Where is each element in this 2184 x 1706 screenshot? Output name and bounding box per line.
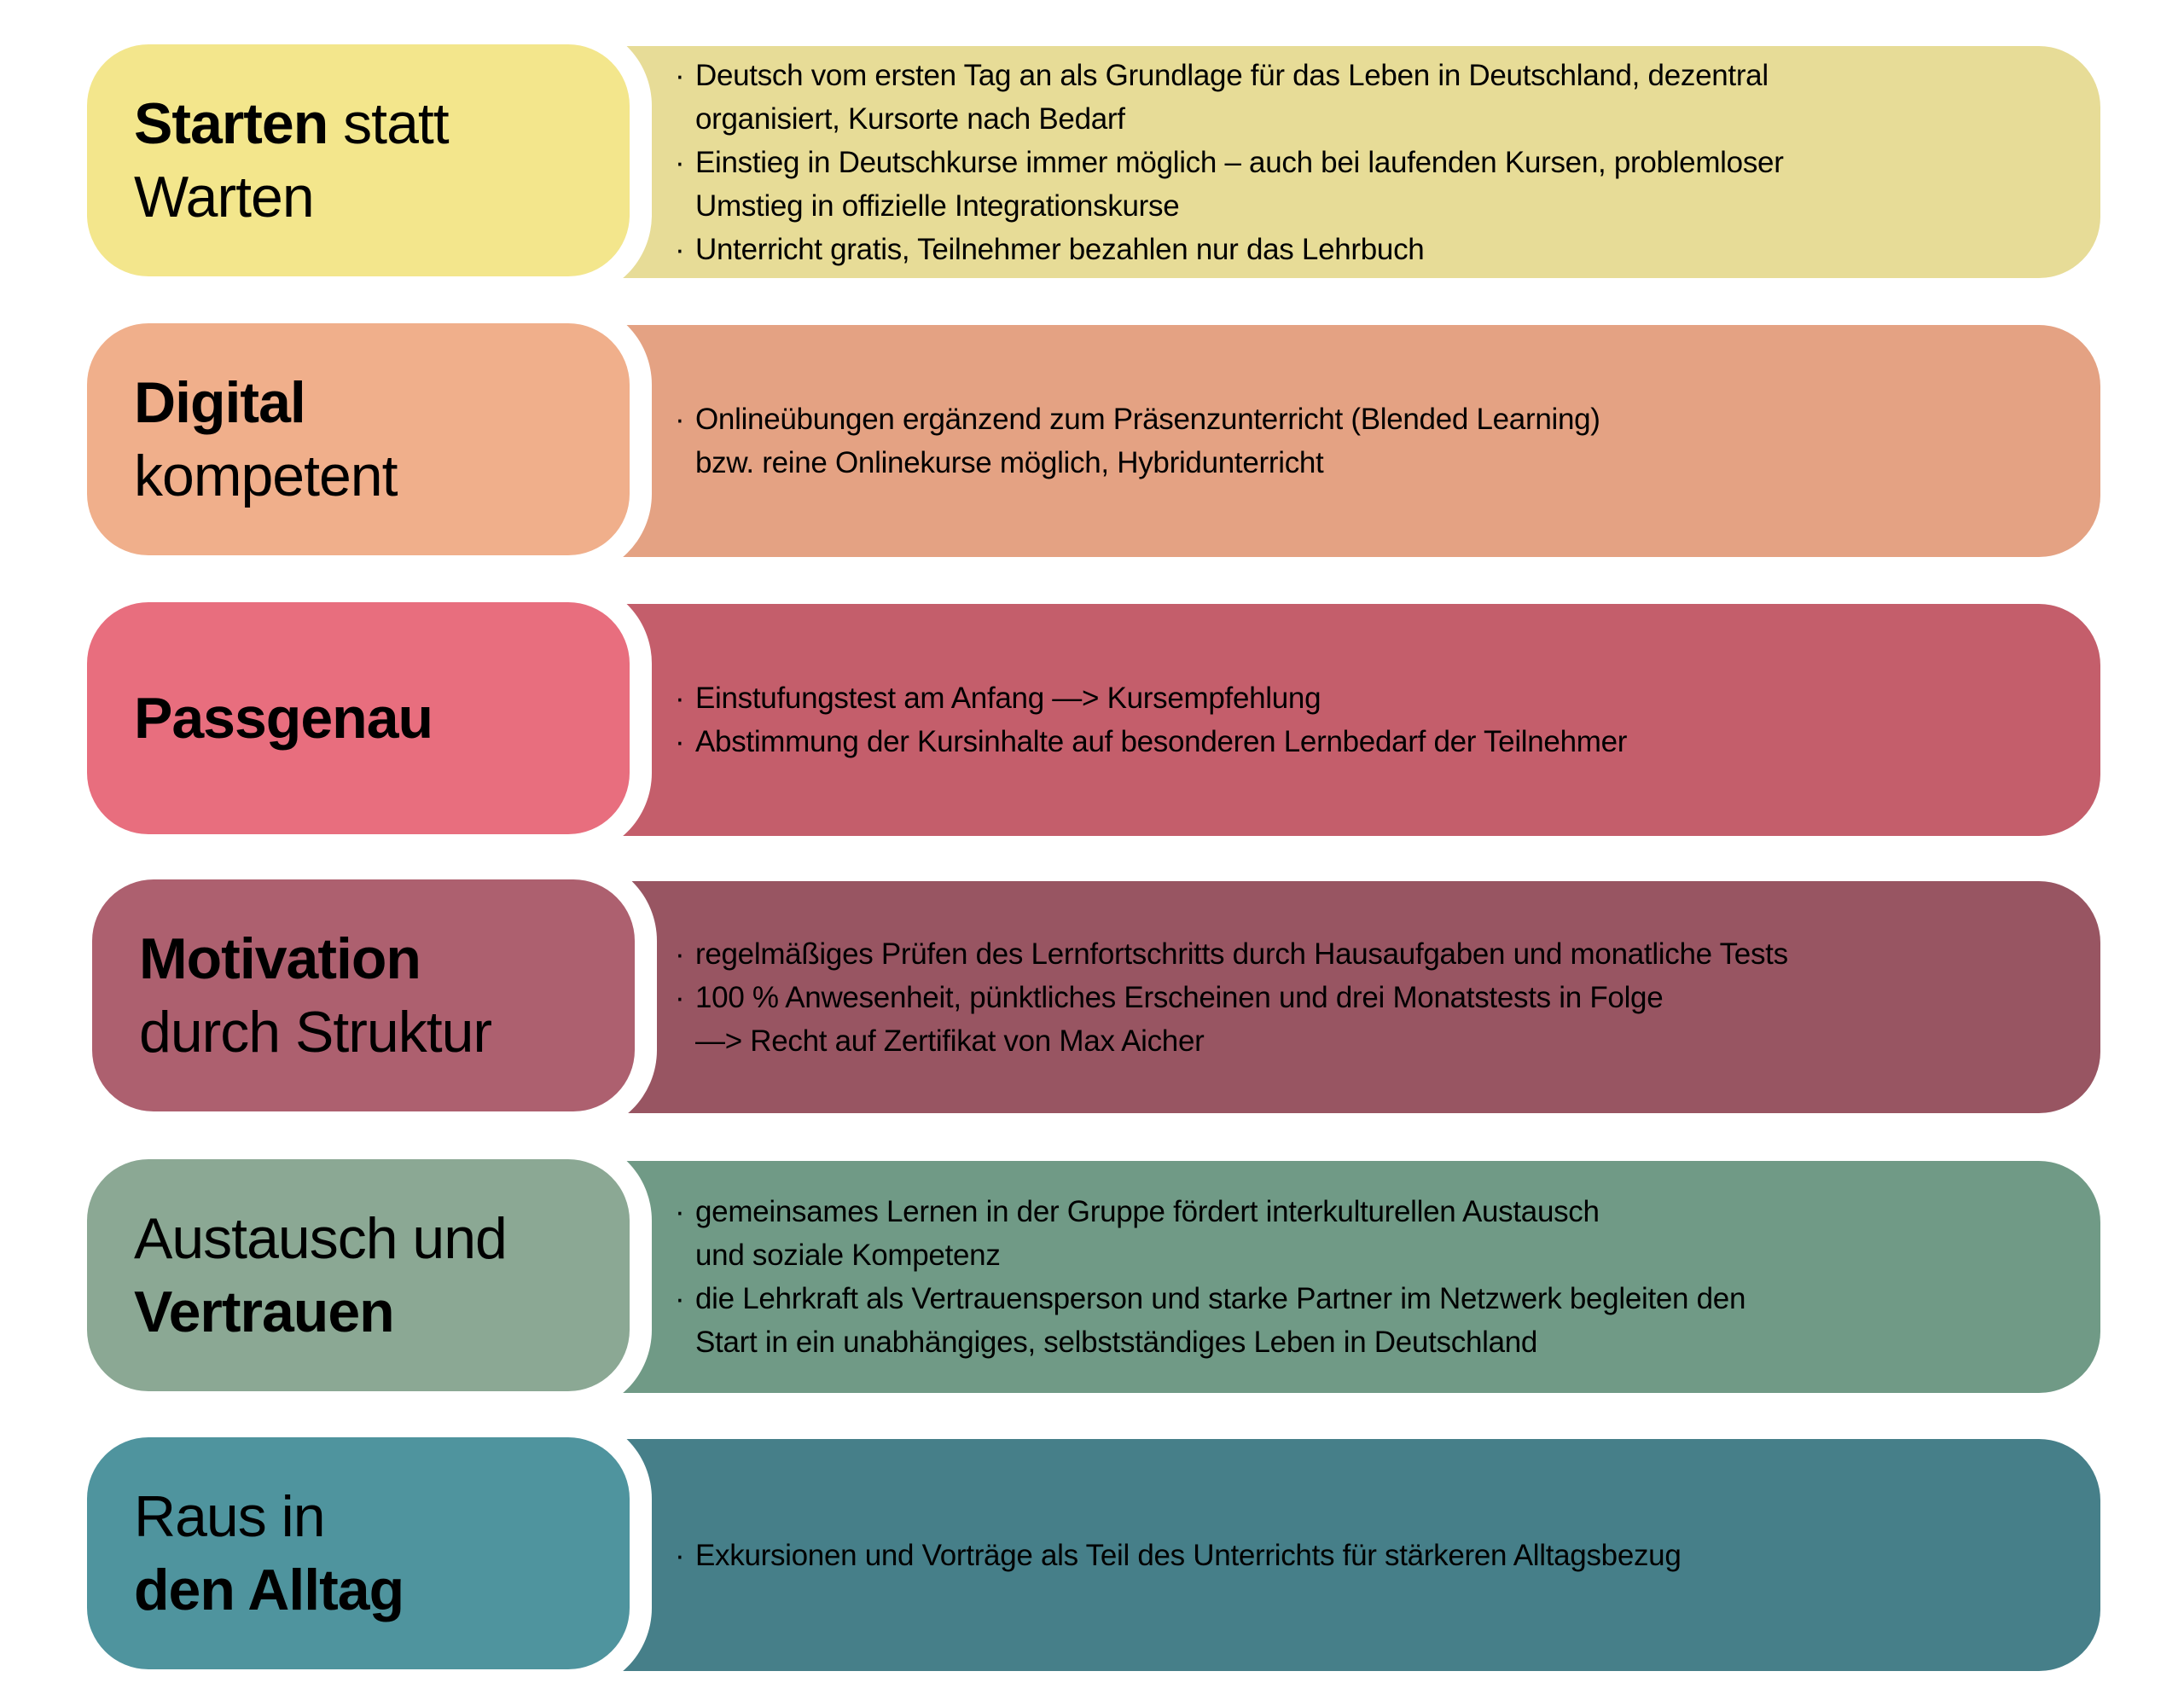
title-text: statt: [328, 91, 450, 156]
bullet-continuation: —> Recht auf Zertifikat von Max Aicher: [695, 1024, 1205, 1058]
title-bold-text: Passgenau: [134, 686, 433, 751]
title-bold-text: Vertrauen: [134, 1280, 395, 1344]
feature-details-panel: Onlineübungen ergänzend zum Präsenzunter…: [597, 325, 2100, 557]
title-bold-text: Digital: [134, 370, 306, 435]
feature-details-panel: Exkursionen und Vorträge als Teil des Un…: [597, 1439, 2100, 1671]
bullet-item: Einstufungstest am Anfang —> Kursempfehl…: [675, 676, 2100, 720]
feature-row: Deutsch vom ersten Tag an als Grundlage …: [0, 44, 2184, 278]
title-text: Raus in: [134, 1484, 326, 1549]
title-text: Warten: [134, 165, 315, 229]
feature-details-panel: Einstufungstest am Anfang —> Kursempfehl…: [597, 604, 2100, 836]
bullet-continuation: Start in ein unabhängiges, selbstständig…: [695, 1326, 1538, 1359]
feature-title-line: den Alltag: [134, 1553, 630, 1627]
title-bold-text: Starten: [134, 91, 328, 156]
feature-row: Onlineübungen ergänzend zum Präsenzunter…: [0, 323, 2184, 557]
bullet-continuation: und soziale Kompetenz: [695, 1239, 1001, 1272]
feature-title-line: Austausch und: [134, 1202, 630, 1275]
feature-details-panel: regelmäßiges Prüfen des Lernfortschritts…: [597, 881, 2100, 1113]
bullet-item: Onlineübungen ergänzend zum Präsenzunter…: [675, 397, 2100, 441]
bullet-item: Einstieg in Deutschkurse immer möglich –…: [675, 141, 2100, 184]
feature-title-line: Passgenau: [134, 682, 630, 755]
bullet-item: 100 % Anwesenheit, pünktliches Erscheine…: [675, 976, 2100, 1019]
title-bold-text: den Alltag: [134, 1558, 404, 1622]
title-text: kompetent: [134, 444, 398, 508]
bullet-item: Deutsch vom ersten Tag an als Grundlage …: [675, 54, 2100, 97]
bullet-continuation: Umstieg in offizielle Integrationskurse: [695, 189, 1180, 223]
feature-title-box: Digital kompetent: [87, 323, 630, 555]
feature-title-box: Passgenau: [87, 602, 630, 834]
bullet-continuation: bzw. reine Onlinekurse möglich, Hybridun…: [695, 446, 1324, 479]
feature-title-box: Motivation durch Struktur: [92, 879, 635, 1111]
feature-row: Exkursionen und Vorträge als Teil des Un…: [0, 1437, 2184, 1671]
feature-row: regelmäßiges Prüfen des Lernfortschritts…: [0, 879, 2184, 1113]
bullet-item: die Lehrkraft als Vertrauensperson und s…: [675, 1277, 2100, 1320]
bullet-item: Abstimmung der Kursinhalte auf besondere…: [675, 720, 2100, 763]
feature-title-line: durch Struktur: [139, 995, 635, 1069]
feature-row: Einstufungstest am Anfang —> Kursempfehl…: [0, 602, 2184, 836]
bullet-continuation: organisiert, Kursorte nach Bedarf: [695, 102, 1125, 136]
feature-title-line: Motivation: [139, 922, 635, 995]
bullet-item: Unterricht gratis, Teilnehmer bezahlen n…: [675, 228, 2100, 271]
feature-title-line: kompetent: [134, 439, 630, 513]
bullet-item: regelmäßiges Prüfen des Lernfortschritts…: [675, 932, 2100, 976]
title-bold-text: Motivation: [139, 926, 421, 991]
feature-details-panel: Deutsch vom ersten Tag an als Grundlage …: [597, 46, 2100, 278]
feature-title-line: Vertrauen: [134, 1275, 630, 1349]
feature-title-box: Raus in den Alltag: [87, 1437, 630, 1669]
title-text: durch Struktur: [139, 1000, 492, 1065]
title-text: Austausch und: [134, 1206, 508, 1271]
bullet-item: gemeinsames Lernen in der Gruppe fördert…: [675, 1190, 2100, 1233]
feature-title-line: Warten: [134, 160, 630, 234]
feature-title-line: Raus in: [134, 1480, 630, 1553]
feature-details-panel: gemeinsames Lernen in der Gruppe fördert…: [597, 1161, 2100, 1393]
feature-title-line: Digital: [134, 366, 630, 439]
feature-title-line: Starten statt: [134, 87, 630, 160]
bullet-item: Exkursionen und Vorträge als Teil des Un…: [675, 1534, 2100, 1577]
feature-row: gemeinsames Lernen in der Gruppe fördert…: [0, 1159, 2184, 1393]
